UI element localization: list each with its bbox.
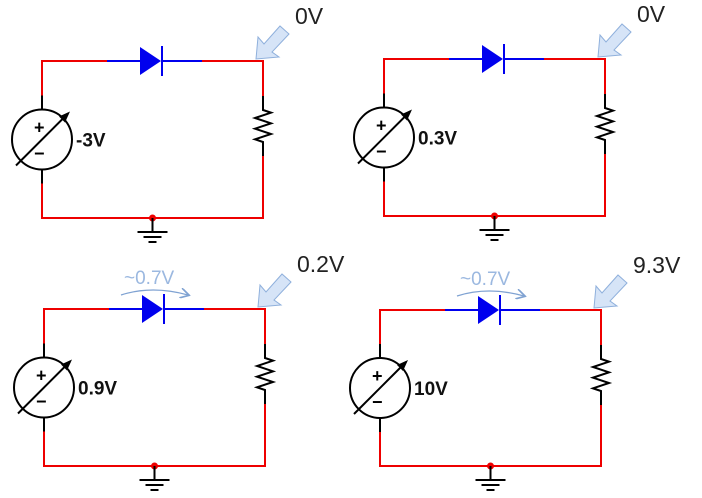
circuit-bottom-right: + − 10V 9.3V ~0.7V xyxy=(349,252,681,491)
wire-top-right xyxy=(540,309,602,345)
circuit-bottom-left: + − 0.9V 0.2V ~0.7V xyxy=(13,251,345,491)
voltage-source-icon xyxy=(13,356,75,419)
variable-source-arrowhead xyxy=(61,359,72,371)
plus-sign: + xyxy=(34,118,45,138)
output-pointer-arrow-icon xyxy=(255,25,290,60)
variable-source-arrow xyxy=(357,110,411,165)
wire-bottom xyxy=(379,405,602,467)
plus-sign: + xyxy=(36,366,47,386)
variable-source-arrowhead xyxy=(397,360,408,371)
diode-icon xyxy=(140,47,161,75)
output-voltage-label: 9.3V xyxy=(633,252,681,278)
diode-drop-label: ~0.7V xyxy=(460,269,511,290)
variable-source-arrowhead xyxy=(59,111,70,123)
circuit-top-right: + − 0.3V 0V xyxy=(353,1,666,241)
resistor-icon xyxy=(593,94,617,154)
source-voltage-label: 0.9V xyxy=(78,379,117,400)
wire-top-right xyxy=(202,60,264,96)
wire-bottom xyxy=(41,156,264,219)
resistor-icon xyxy=(253,344,277,404)
diode-drop-arrow xyxy=(456,291,524,296)
plus-sign: + xyxy=(376,116,387,136)
minus-sign: − xyxy=(372,392,383,412)
output-pointer-arrow-icon xyxy=(597,23,632,58)
plus-sign: + xyxy=(372,366,383,386)
output-voltage-label: 0V xyxy=(295,3,324,29)
source-voltage-label: 10V xyxy=(414,379,448,400)
output-voltage-label: 0V xyxy=(637,1,666,27)
diode-icon xyxy=(482,45,503,73)
wire-top-left xyxy=(43,308,109,344)
diode-icon xyxy=(478,296,499,324)
diode-drop-arrow xyxy=(120,290,188,295)
voltage-source-icon xyxy=(11,108,73,171)
variable-source-arrow xyxy=(15,112,69,167)
variable-source-arrow xyxy=(353,361,407,415)
wire-top-right xyxy=(544,58,606,94)
wire-top-right xyxy=(204,308,266,344)
output-pointer-arrow-icon xyxy=(257,273,292,308)
resistor-icon xyxy=(251,96,275,156)
wire-top-left xyxy=(41,60,107,96)
source-voltage-label: -3V xyxy=(76,131,106,152)
output-voltage-label: 0.2V xyxy=(297,251,345,277)
voltage-source-icon xyxy=(349,357,411,419)
diode-icon xyxy=(142,295,163,323)
output-pointer-arrow-icon xyxy=(593,274,628,309)
variable-source-arrow xyxy=(17,360,71,415)
wire-top-left xyxy=(379,309,445,344)
voltage-source-icon xyxy=(353,106,415,169)
minus-sign: − xyxy=(34,144,45,164)
wire-bottom xyxy=(383,154,606,217)
wire-top-left xyxy=(383,58,449,94)
circuit-top-left: + − -3V 0V xyxy=(11,3,324,243)
wire-bottom xyxy=(43,404,266,467)
source-voltage-label: 0.3V xyxy=(418,129,457,150)
diode-drop-label: ~0.7V xyxy=(124,268,175,289)
minus-sign: − xyxy=(36,392,47,412)
minus-sign: − xyxy=(376,142,387,162)
resistor-icon xyxy=(589,345,613,405)
variable-source-arrowhead xyxy=(401,109,412,121)
